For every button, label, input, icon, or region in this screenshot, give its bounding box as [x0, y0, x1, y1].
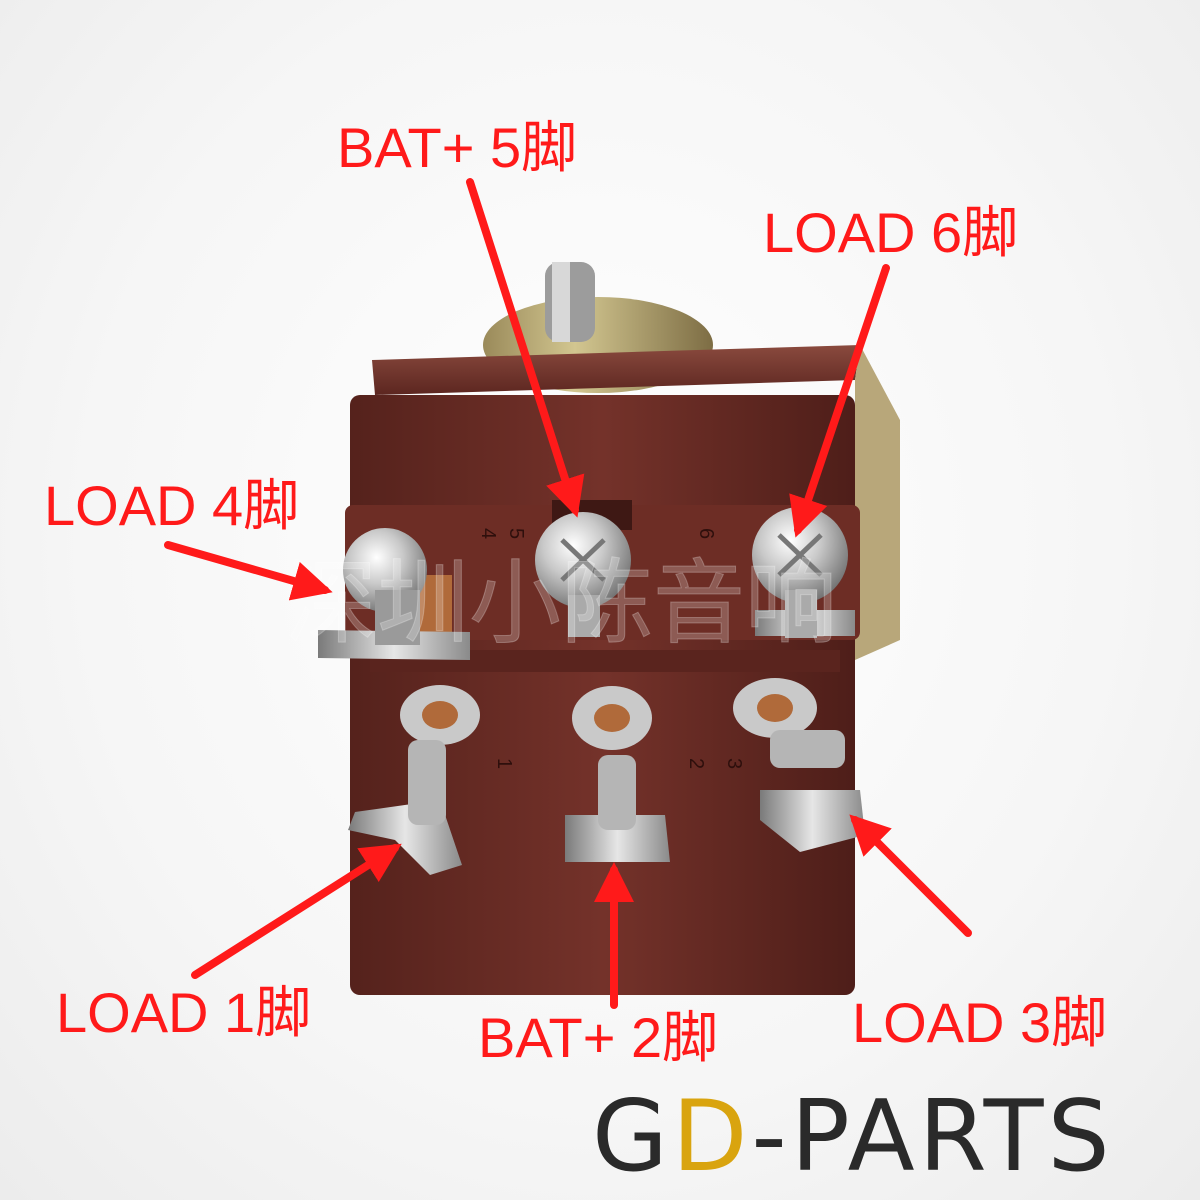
pin-number-4: 4 [477, 528, 499, 539]
annotation-arrows [164, 178, 972, 1009]
arrow-load-1 [191, 843, 402, 979]
arrow-bat-5 [466, 178, 585, 518]
arrow-load-6 [789, 264, 890, 538]
label-load-pin-4: LOAD 4脚 [44, 474, 300, 537]
watermark: 深圳小陈音响 [285, 550, 837, 657]
pin-number-2: 2 [685, 758, 707, 769]
pin-number-3: 3 [723, 758, 745, 769]
label-load-pin-1: LOAD 1脚 [56, 981, 312, 1044]
logo-parts: -PARTS [751, 1080, 1114, 1194]
pin-numbers: 4 5 6 1 2 3 [477, 528, 745, 769]
terminal-3 [733, 678, 865, 852]
arrow-load-4 [164, 541, 333, 601]
pin-number-1: 1 [493, 758, 515, 769]
terminal-5 [535, 512, 631, 637]
switch-body [345, 345, 900, 995]
logo-letter-d: D [671, 1080, 752, 1194]
logo-letter-g: G [592, 1080, 672, 1194]
pin-number-6: 6 [695, 528, 717, 539]
pin-number-5: 5 [505, 528, 527, 539]
terminal-4 [318, 528, 470, 660]
label-load-pin-3: LOAD 3脚 [852, 991, 1108, 1054]
terminal-1 [348, 685, 480, 875]
brand-logo: GD-PARTS [592, 1088, 1114, 1186]
arrow-load-3 [849, 814, 972, 937]
label-bat-pin-5: BAT+ 5脚 [337, 116, 578, 179]
terminal-2 [565, 686, 670, 862]
label-bat-pin-2: BAT+ 2脚 [478, 1006, 719, 1069]
label-load-pin-6: LOAD 6脚 [763, 201, 1019, 264]
